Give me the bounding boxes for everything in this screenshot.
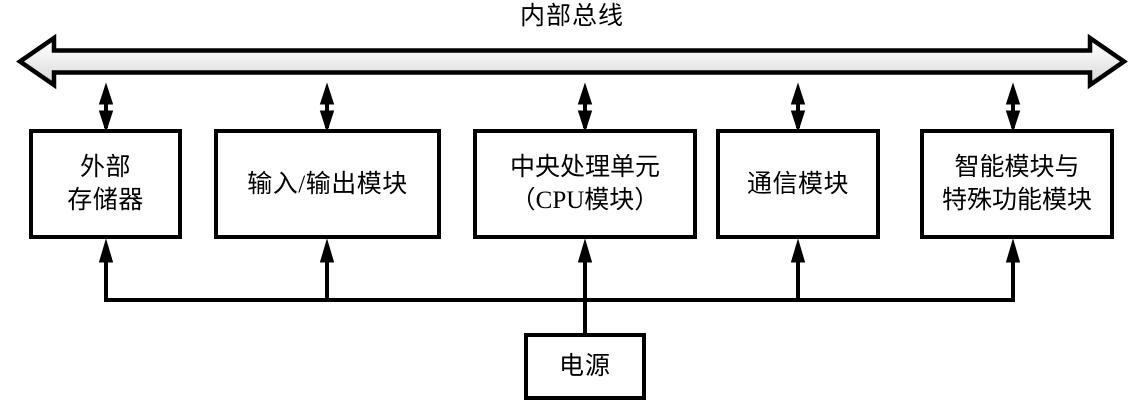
power-arrow-external-memory xyxy=(98,238,114,263)
power-arrow-smart-special-func xyxy=(1005,238,1021,263)
module-box-external-memory[interactable]: 外部 存储器 xyxy=(29,129,182,239)
bus-connector-arrow-smart-special-func xyxy=(1005,82,1021,133)
power-arrow-communication xyxy=(790,238,806,263)
bus-connector-arrow-cpu-module xyxy=(577,82,593,133)
bus-connector-arrow-io-module xyxy=(319,82,335,133)
power-arrow-io-module xyxy=(319,238,335,263)
module-label-communication: 通信模块 xyxy=(746,170,849,198)
module-box-cpu-module[interactable]: 中央处理单元 （CPU模块） xyxy=(473,129,697,239)
module-label-cpu-module: 中央处理单元 （CPU模块） xyxy=(509,154,660,214)
module-label-io-module: 输入/输出模块 xyxy=(247,170,408,198)
bus-connector-arrow-communication xyxy=(790,82,806,133)
module-box-smart-special-func[interactable]: 智能模块与 特殊功能模块 xyxy=(920,129,1114,239)
bus-connector-arrows xyxy=(98,82,1021,133)
power-arrow-cpu-module xyxy=(577,238,593,263)
power-supply-box[interactable]: 电源 xyxy=(524,333,646,400)
module-box-io-module[interactable]: 输入/输出模块 xyxy=(214,129,441,239)
power-distribution-rail xyxy=(98,238,1021,335)
bus-connector-arrow-external-memory xyxy=(98,82,114,133)
module-label-external-memory: 外部 存储器 xyxy=(67,154,144,214)
module-box-communication[interactable]: 通信模块 xyxy=(716,129,880,239)
module-label-smart-special-func: 智能模块与 特殊功能模块 xyxy=(941,154,1092,214)
power-supply-label: 电源 xyxy=(558,352,611,380)
internal-bus-arrow-icon xyxy=(16,33,1128,90)
bus-title: 内部总线 xyxy=(519,3,624,30)
